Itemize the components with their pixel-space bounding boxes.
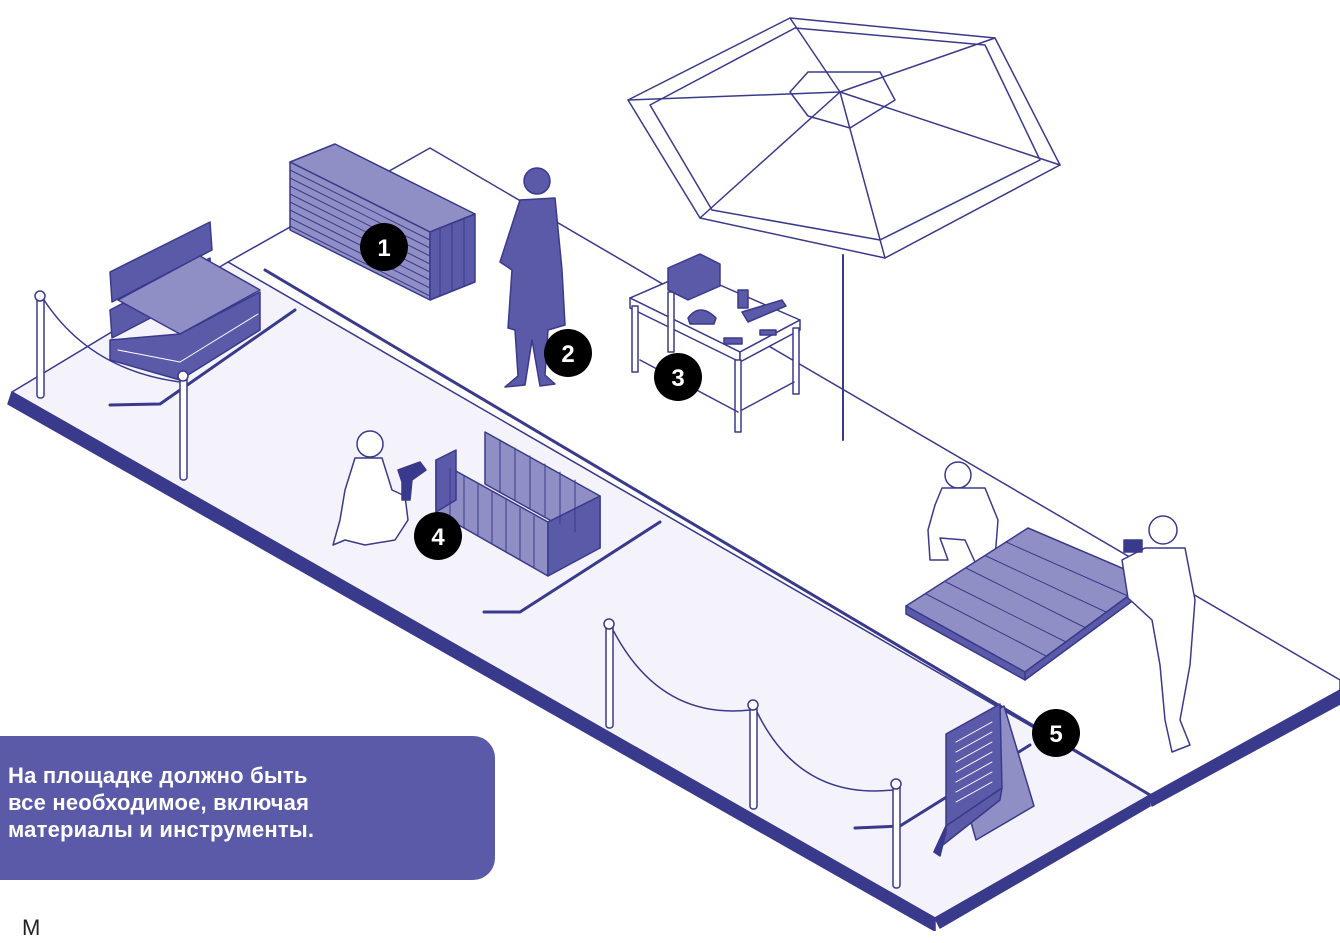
svg-text:3: 3	[671, 365, 684, 392]
marker-3: 3	[654, 353, 702, 401]
svg-text:4: 4	[431, 524, 445, 551]
svg-text:5: 5	[1049, 721, 1062, 748]
svg-text:1: 1	[377, 235, 390, 262]
svg-text:2: 2	[561, 341, 574, 368]
marker-5: 5	[1032, 709, 1080, 757]
partial-text: М	[22, 913, 40, 943]
marker-4: 4	[414, 512, 462, 560]
marker-2: 2	[544, 329, 592, 377]
callout-text: На площадке должно быть все необходимое,…	[8, 762, 475, 843]
marker-1: 1	[360, 223, 408, 271]
info-callout: На площадке должно быть все необходимое,…	[0, 736, 495, 880]
